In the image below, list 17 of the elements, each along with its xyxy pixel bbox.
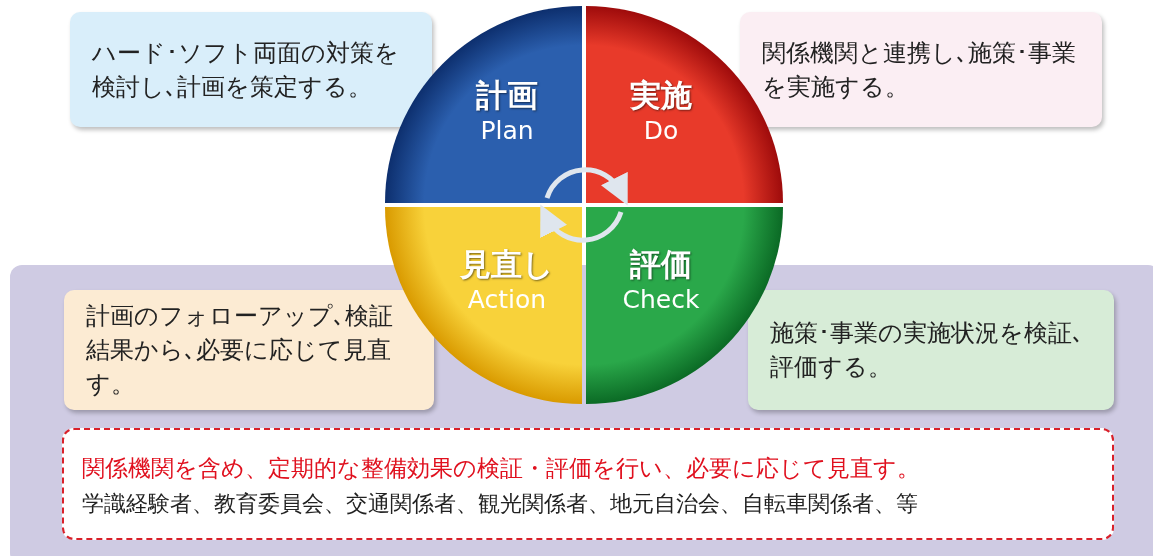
cycle-arrow [544, 167, 629, 205]
quadrant-subtitle: Action [466, 284, 548, 316]
description-box: 施策･事業の実施状況を検証､評価する。 [748, 290, 1114, 410]
quadrant-subtitle: Do [642, 115, 680, 147]
description-box: 計画のフォローアップ､検証結果から､必要に応じて見直す。 [64, 290, 434, 410]
note-heading: 関係機関を含め、定期的な整備効果の検証・評価を行い、必要に応じて見直す。 [82, 454, 921, 483]
note-box [62, 428, 1114, 540]
cycle-arrow [539, 205, 624, 243]
quadrant-subtitle: Plan [479, 115, 535, 147]
quadrant-title: 計画 [475, 76, 539, 114]
note-text: 学識経験者、教育委員会、交通関係者、観光関係者、地元自治会、自転車関係者、等 [82, 490, 919, 518]
quadrant-subtitle: Check [621, 284, 701, 316]
quadrant-title: 評価 [628, 245, 693, 283]
description-box: ハード･ソフト両面の対策を検討し､計画を策定する。 [70, 12, 432, 127]
quadrant-title: 実施 [629, 76, 693, 114]
description-box: 関係機関と連携し､施策･事業を実施する。 [740, 12, 1102, 127]
quadrant-title: 見直し [459, 245, 555, 283]
